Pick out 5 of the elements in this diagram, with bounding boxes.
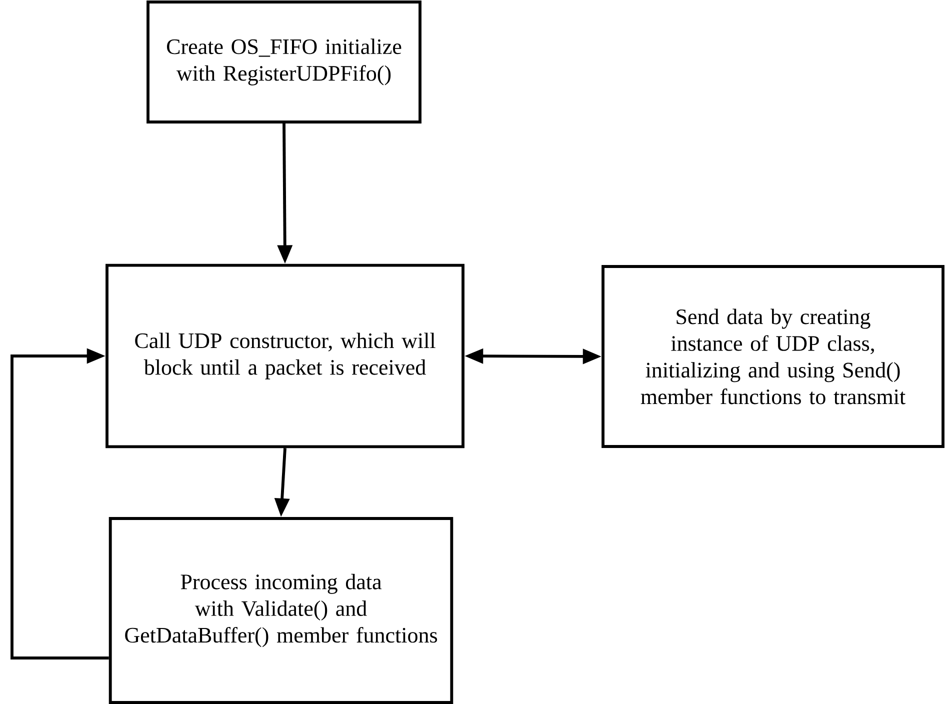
process-box: Send data by creating instance of UDP class, initializing and using Send() member functions to transmit <box>602 265 944 448</box>
process-box: Call UDP constructor, which will block until a packet is received <box>106 264 464 448</box>
process-box: Create OS_FIFO initialize with RegisterUDPFifo() <box>146 0 422 124</box>
arrow <box>10 348 109 660</box>
process-box: Process incoming data with Validate() and GetDataBuffer() member functions <box>108 517 454 704</box>
